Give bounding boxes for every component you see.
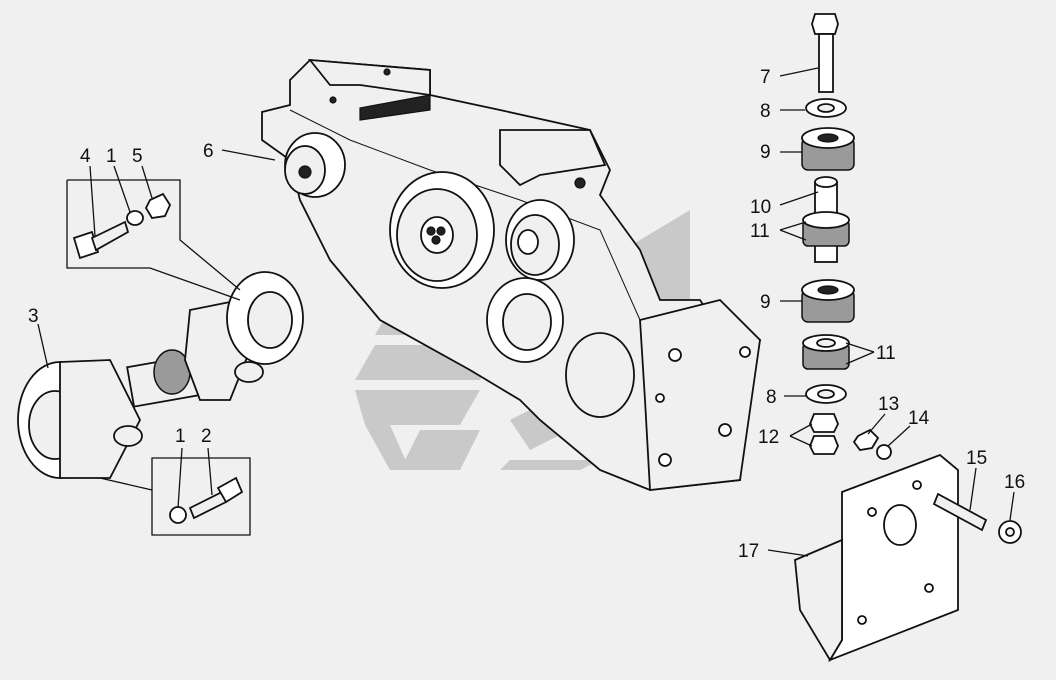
callout-2: 2 (201, 426, 212, 447)
callout-11-top: 11 (750, 221, 770, 242)
callout-6: 6 (203, 141, 214, 162)
callout-9-bottom: 9 (760, 292, 771, 313)
callout-16: 16 (1004, 472, 1025, 493)
callout-12: 12 (758, 427, 779, 448)
callout-15: 15 (966, 448, 987, 469)
callout-14: 14 (908, 408, 930, 429)
fastener-detail-box-top (66, 179, 241, 301)
callout-17: 17 (738, 541, 759, 562)
callout-5: 5 (132, 146, 143, 167)
callout-7: 7 (760, 67, 771, 88)
callout-13: 13 (878, 394, 899, 415)
leader-lines (37, 67, 1015, 557)
cardan-shaft (17, 271, 304, 479)
callout-10: 10 (750, 197, 771, 218)
mount-fastener-stack (801, 13, 892, 460)
callouts: 4 1 5 6 3 1 2 7 8 9 10 11 9 11 8 12 13 1… (28, 67, 1025, 562)
gearbox-housing (261, 58, 762, 491)
callout-11-bottom: 11 (876, 343, 896, 364)
callout-4: 4 (80, 146, 91, 167)
callout-1-bottom: 1 (175, 426, 186, 447)
callout-3: 3 (28, 306, 39, 327)
fastener-detail-box-bottom (99, 457, 251, 536)
callout-8-bottom: 8 (766, 387, 777, 408)
callout-1-top: 1 (106, 146, 117, 167)
mounting-bracket (794, 453, 1022, 662)
callout-8-top: 8 (760, 101, 771, 122)
callout-9-top: 9 (760, 142, 771, 163)
